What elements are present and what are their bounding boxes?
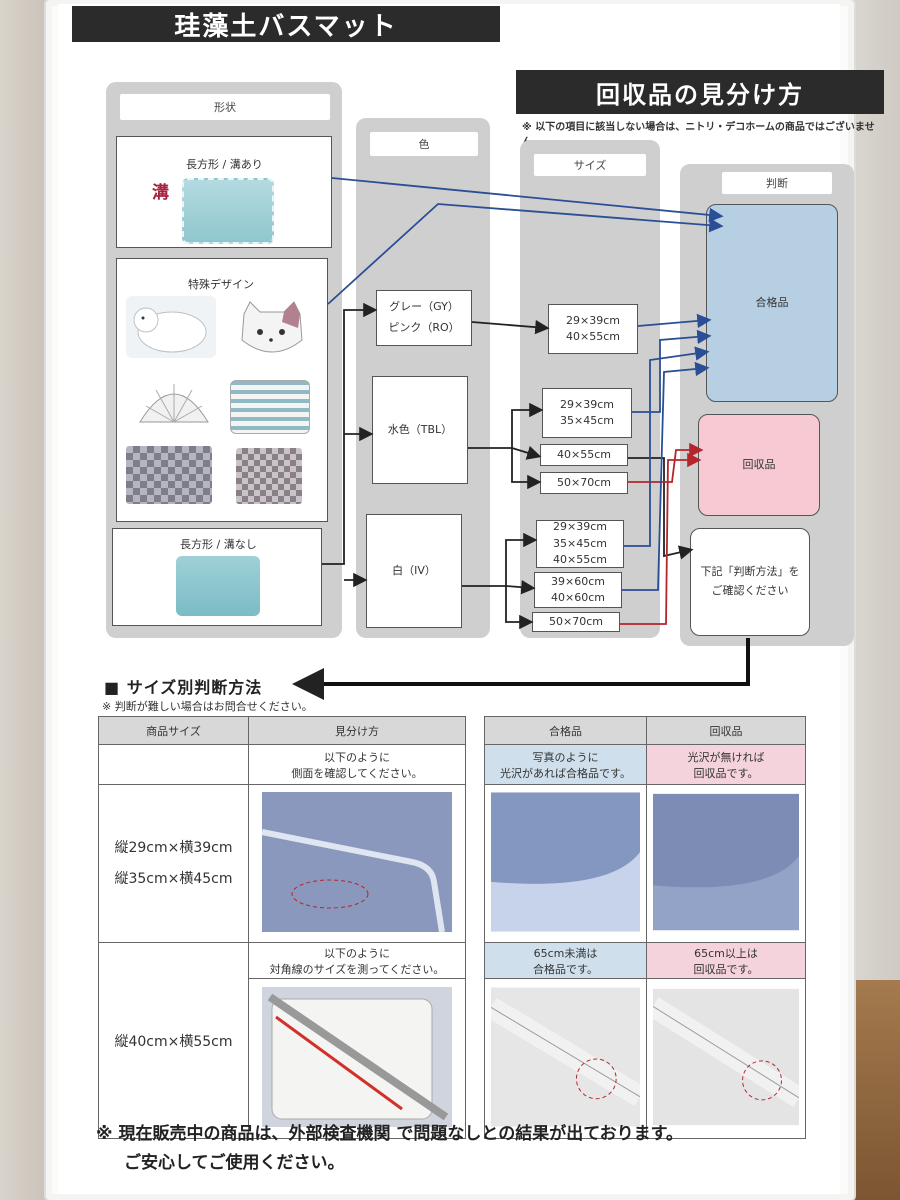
size-text: 40×55cm bbox=[566, 330, 620, 343]
judgement-pass: 合格品 bbox=[706, 204, 838, 402]
shape-plain-label: 長方形 / 溝なし bbox=[180, 538, 257, 551]
size-text: 40×55cm bbox=[553, 553, 607, 567]
header-recall: 回収品 bbox=[646, 716, 806, 745]
footer-line: ご安心してご使用ください。 bbox=[124, 1152, 345, 1173]
header-size: 商品サイズ bbox=[98, 716, 249, 745]
grooved-mat-image bbox=[182, 178, 274, 244]
diagonal-measure-photo bbox=[262, 987, 452, 1127]
color-pink-label: ピンク（RO） bbox=[388, 321, 460, 334]
size-text: 29×39cm bbox=[566, 313, 620, 327]
column-label-judgement: 判断 bbox=[722, 172, 832, 194]
color-light-blue-label: 水色（TBL） bbox=[387, 422, 453, 436]
glossy-mat-photo bbox=[491, 792, 640, 932]
header-how: 見分け方 bbox=[248, 716, 466, 745]
row2-size: 縦40cm×横55cm bbox=[98, 942, 249, 1139]
shape-special-label: 特殊デザイン bbox=[188, 278, 254, 291]
color-white-label: 白（IV） bbox=[392, 563, 436, 577]
cat-mat-image bbox=[236, 300, 308, 360]
size-text: 29×39cm bbox=[553, 520, 607, 534]
size-iv-1: 29×39cm 35×45cm 40×55cm bbox=[536, 520, 624, 568]
tape-measure-pass-photo bbox=[485, 987, 646, 1127]
header-pass: 合格品 bbox=[484, 716, 647, 745]
size-text: 40×60cm bbox=[551, 591, 605, 604]
row1-recall: 光沢が無ければ 回収品です。 bbox=[646, 744, 806, 785]
mat-side-photo bbox=[261, 792, 452, 933]
footer-note: ※ 現在販売中の商品は、外部検査機関 で問題なしとの結果が出ております。 ご安心… bbox=[96, 1120, 683, 1178]
size-tbl-1: 29×39cm 35×45cm bbox=[542, 388, 632, 438]
method-table-right: 合格品 回収品 写真のように 光沢があれば合格品です。 光沢が無ければ 回収品で… bbox=[484, 716, 806, 1139]
method-note: ※ 判断が難しい場合はお問合せください。 bbox=[102, 700, 313, 713]
section-title-recall-guide: 回収品の見分け方 bbox=[516, 70, 884, 114]
size-tbl-3: 50×70cm bbox=[540, 472, 628, 494]
size-text: 40×55cm bbox=[557, 447, 611, 461]
row2-pass: 65cm未満は 合格品です。 bbox=[484, 942, 647, 979]
color-gray-label: グレー（GY） bbox=[389, 300, 459, 314]
size-text: 39×60cm bbox=[551, 574, 605, 588]
checker-brown-mat-image bbox=[236, 448, 302, 504]
color-white: 白（IV） bbox=[366, 514, 462, 628]
judgement-check-line: 下記「判断方法」を bbox=[700, 565, 800, 579]
method-heading: ■ サイズ別判断方法 bbox=[104, 678, 263, 697]
size-gp-1: 29×39cm 40×55cm bbox=[548, 304, 638, 354]
judgement-recall-label: 回収品 bbox=[742, 457, 776, 471]
background-wall-left bbox=[0, 0, 48, 1200]
judgement-pass-label: 合格品 bbox=[755, 295, 789, 309]
size-text: 50×70cm bbox=[557, 475, 611, 489]
size-text: 35×45cm bbox=[553, 536, 607, 550]
row2-how: 以下のように 対角線のサイズを測ってください。 bbox=[248, 942, 466, 979]
groove-marker: 溝 bbox=[152, 183, 169, 203]
row1-sizes: 縦29cm×横39cm 縦35cm×横45cm bbox=[98, 784, 249, 943]
polar-bear-mat-image bbox=[126, 296, 216, 358]
shell-mat-image bbox=[136, 376, 212, 430]
checker-gray-mat-image bbox=[126, 446, 212, 504]
footer-line: ※ 現在販売中の商品は、外部検査機関 で問題なしとの結果が出ております。 bbox=[96, 1124, 683, 1144]
shape-grooved-label: 長方形 / 溝あり bbox=[186, 158, 263, 171]
row2-recall-photo bbox=[646, 978, 806, 1139]
column-label-shape: 形状 bbox=[120, 94, 330, 120]
row1-recall-photo bbox=[646, 784, 806, 943]
size-tbl-2: 40×55cm bbox=[540, 444, 628, 466]
empty-cell bbox=[98, 744, 249, 785]
row2-pass-photo bbox=[484, 978, 647, 1139]
row1-size-text: 縦35cm×横45cm bbox=[114, 870, 233, 887]
tape-measure-recall-photo bbox=[647, 988, 805, 1126]
judgement-recall: 回収品 bbox=[698, 414, 820, 516]
row1-pass-photo bbox=[484, 784, 647, 943]
row1-how-photo bbox=[248, 784, 466, 943]
method-table-left: 商品サイズ 見分け方 以下のように 側面を確認してください。 縦29cm×横39… bbox=[98, 716, 466, 1139]
size-text: 29×39cm bbox=[560, 397, 614, 411]
color-light-blue: 水色（TBL） bbox=[372, 376, 468, 484]
poster-title: 珪藻土バスマット bbox=[72, 6, 500, 42]
size-text: 35×45cm bbox=[560, 414, 614, 427]
color-gray-pink: グレー（GY） ピンク（RO） bbox=[376, 290, 472, 346]
size-text: 50×70cm bbox=[549, 614, 603, 628]
column-label-size: サイズ bbox=[534, 154, 646, 176]
row1-how: 以下のように 側面を確認してください。 bbox=[248, 744, 466, 785]
row2-how-photo bbox=[248, 978, 466, 1139]
row1-size-text: 縦29cm×横39cm bbox=[114, 839, 233, 856]
row1-pass: 写真のように 光沢があれば合格品です。 bbox=[484, 744, 647, 785]
striped-mat-image bbox=[230, 380, 310, 434]
matte-mat-photo bbox=[653, 793, 799, 931]
plain-mat-image bbox=[176, 556, 260, 616]
row2-recall: 65cm以上は 回収品です。 bbox=[646, 942, 806, 979]
size-iv-3: 50×70cm bbox=[532, 612, 620, 632]
judgement-check-line: ご確認ください bbox=[711, 584, 789, 597]
judgement-check: 下記「判断方法」を ご確認ください bbox=[690, 528, 810, 636]
column-label-color: 色 bbox=[370, 132, 478, 156]
size-iv-2: 39×60cm 40×60cm bbox=[534, 572, 622, 608]
